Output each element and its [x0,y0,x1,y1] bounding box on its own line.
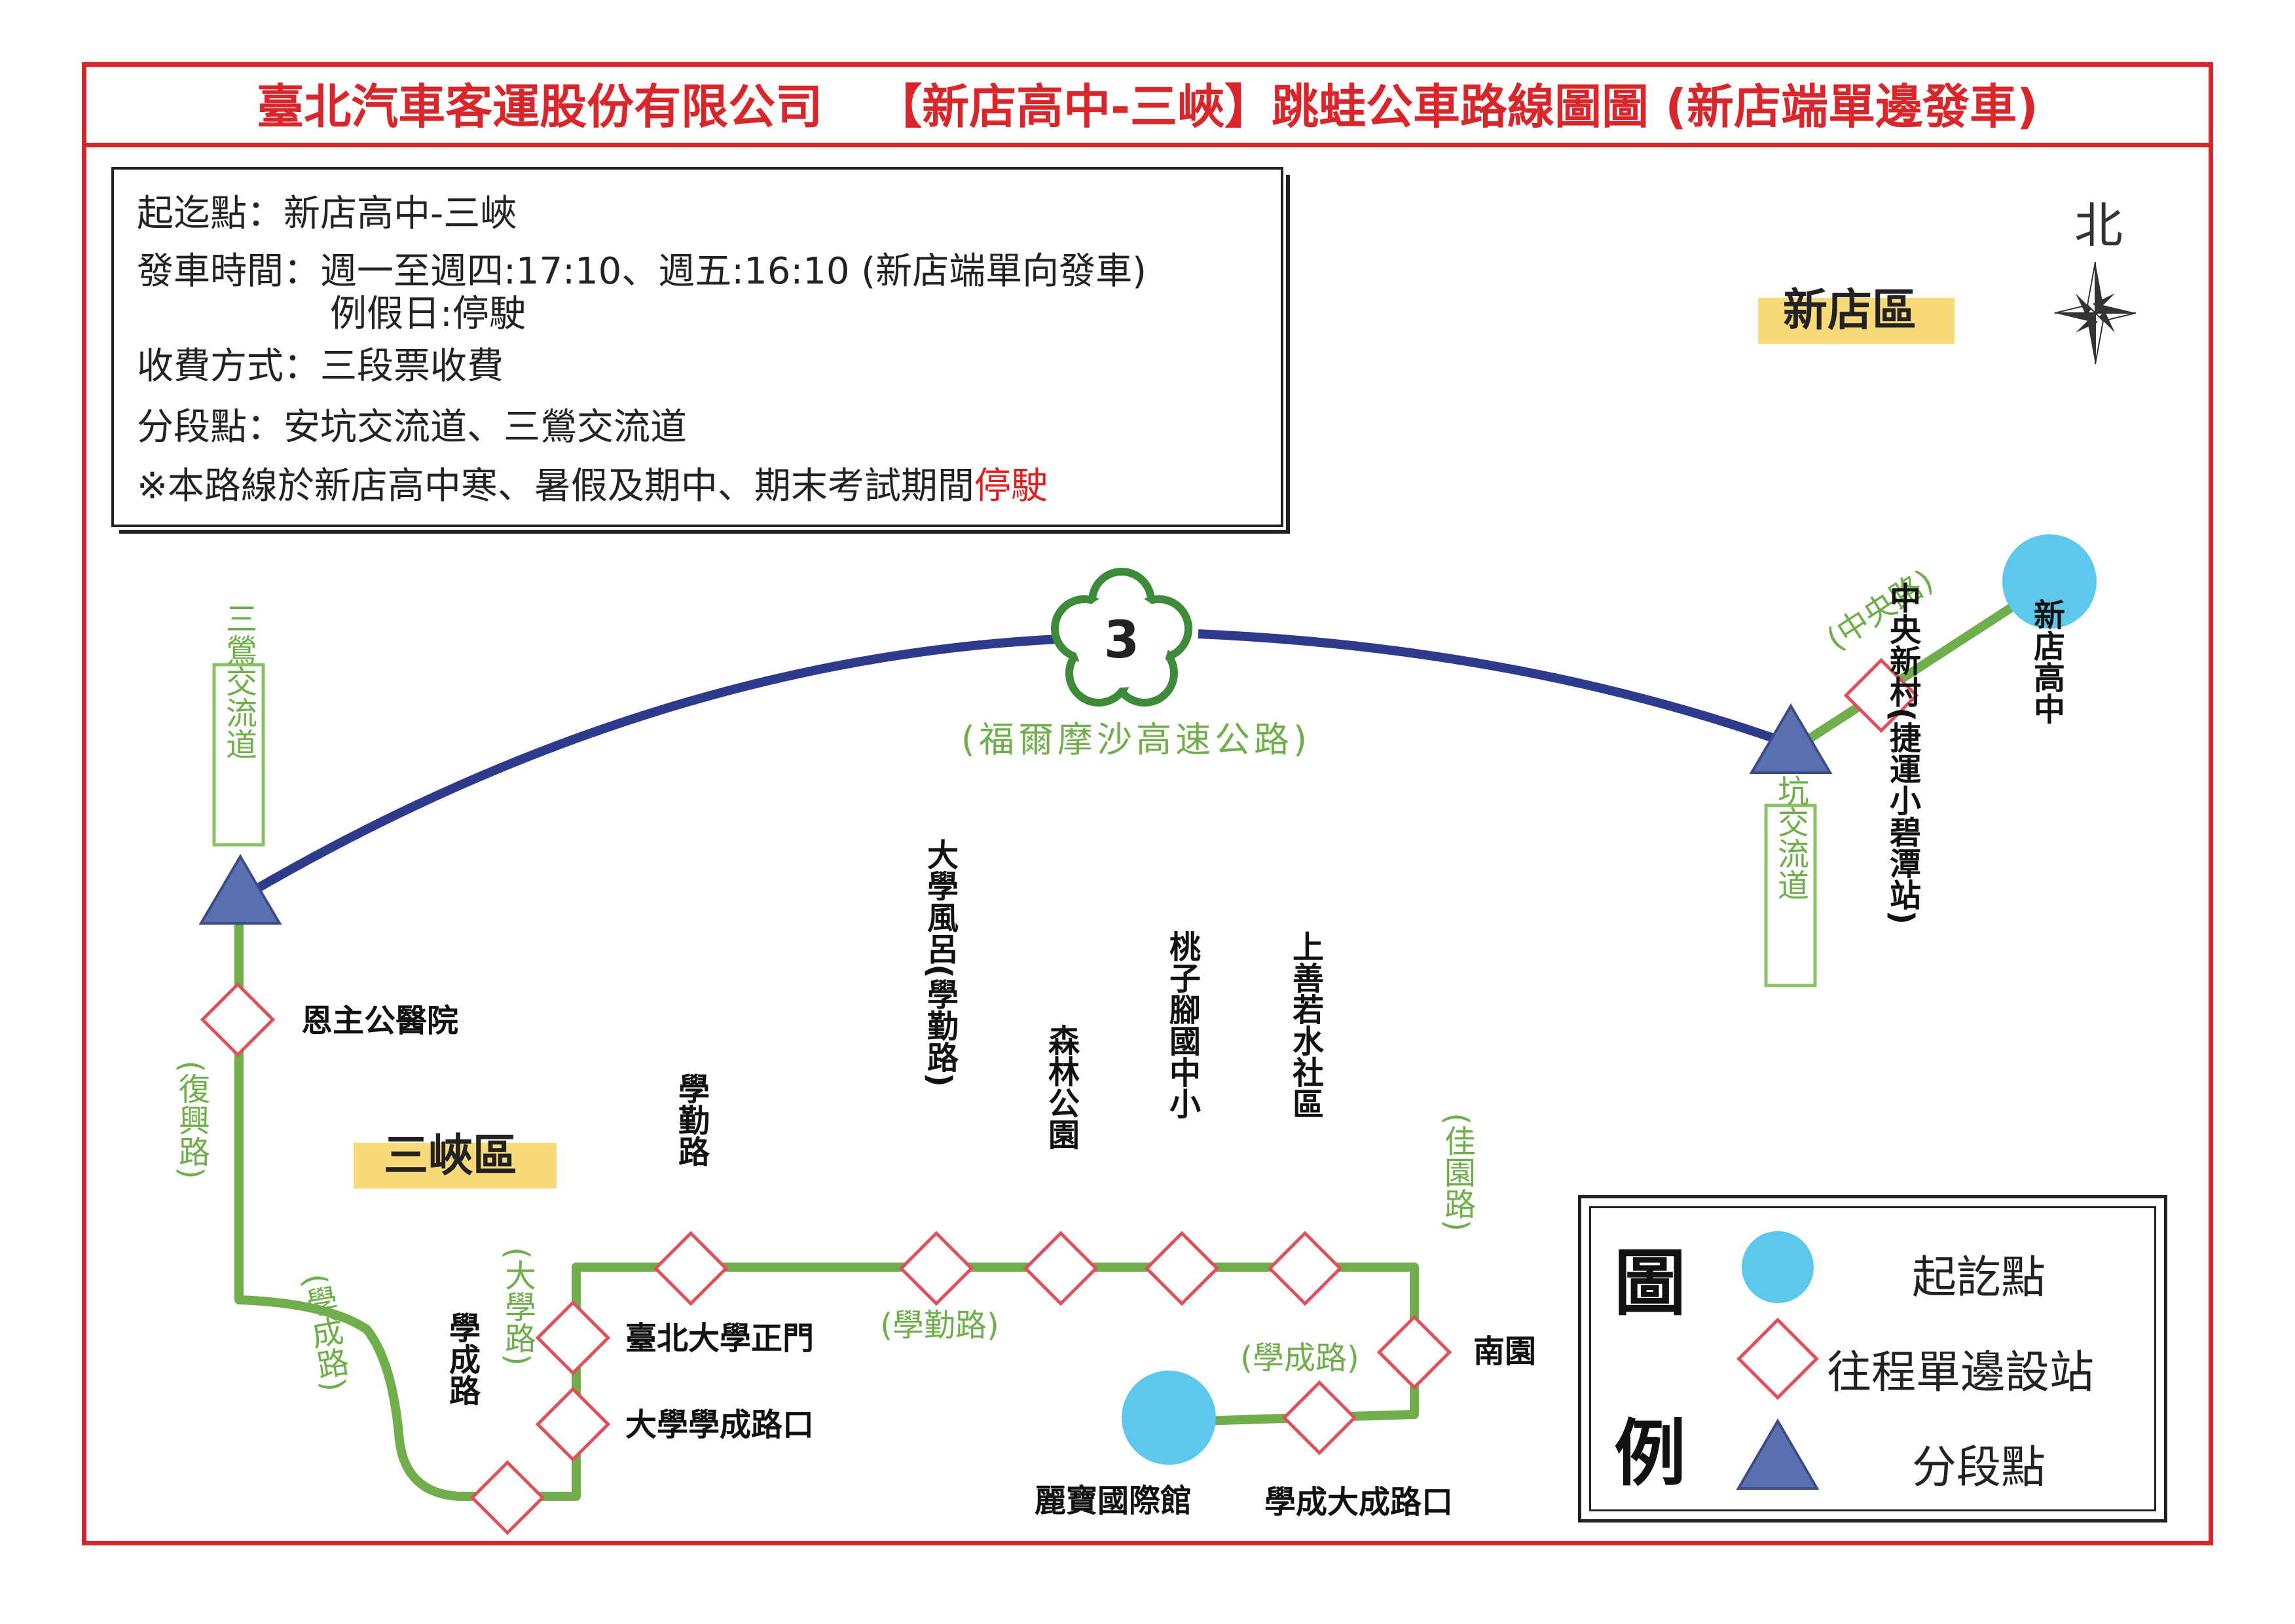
stop-marker-zhongyang-village [1843,657,1919,733]
stop-label-taozijiao: 桃子腳國中小 [1164,931,1201,1119]
road-label-xuecheng-south: (學成路) [1240,1340,1359,1376]
stop-label-enzhu-hospital: 恩主公醫院 [301,1003,458,1039]
stop-label-daxue-fenglu: 大學風呂(學勤路) [921,838,959,1087]
stop-marker-daxue-fenglu [898,1230,974,1306]
stop-label-forest-park: 森林公園 [1042,1024,1080,1150]
stop-label-shangshan: 上善若水社區 [1287,931,1324,1119]
info-panel: 起迄點：新店高中-三峽 發車時間：週一至週四:17:10、週五:16:10 (新… [111,167,1290,534]
road-label-daxue: (大學路) [499,1247,536,1365]
highway-shield-icon: 3 [1051,568,1192,707]
stop-label-xueqin-road: 學勤路 [672,1073,710,1167]
legend-terminal-icon [1742,1231,1814,1303]
stop-marker-nanyuan [1376,1314,1452,1390]
legend-segment-icon [1736,1418,1820,1490]
stop-markers [200,657,1919,1536]
highway-name-label: (福爾摩沙高速公路) [961,719,1311,760]
stop-label-xuecheng-dacheng: 學成大成路口 [1264,1484,1453,1521]
road-label-xueqin: (學勤路) [880,1307,999,1344]
stop-marker-forest-park [1023,1230,1099,1306]
stop-marker-taozijiao [1144,1230,1220,1306]
road-label-jiayuan: (佳園路) [1439,1113,1475,1231]
highway-line-west [240,634,1074,902]
title-company: 臺北汽車客運股份有限公司 [257,79,823,134]
route-lines [234,578,2054,1501]
segment-point-sanying [198,854,282,925]
compass-icon [2054,261,2137,365]
stop-label-daxue-xuecheng: 大學學成路口 [625,1407,814,1443]
legend-title-bottom: 例 [1614,1412,1686,1496]
stop-marker-shangshan [1267,1230,1343,1306]
compass-north-label: 北 [2074,198,2123,254]
stop-label-libao: 麗寶國際館 [1035,1483,1192,1519]
title-route: 【新店高中-三峽】跳蛙公車路線圖圖 (新店端單邊發車) [875,79,2038,134]
interchange-ankeng-box [1764,803,1817,987]
district-xindian-highlight [1758,298,1955,344]
district-sanxia-highlight [354,1143,557,1189]
stop-marker-xueqin-road [653,1230,729,1306]
stop-label-xindian-high: 新店高中 [2028,599,2065,724]
terminal-xindian-high [2002,534,2097,629]
map-frame [82,62,2213,1545]
stop-label-zhongyang-village: 中央新村(捷運小碧潭站) [1884,581,1921,925]
stop-label-ntpu-gate: 臺北大學正門 [625,1320,814,1357]
stop-marker-enzhu-hospital [200,982,276,1058]
route-south [234,893,1419,1501]
district-sanxia-label: 三峽區 [384,1130,517,1182]
stop-label-xuecheng-road: 學成路 [443,1312,481,1406]
interchange-sanying-label: 三鶯交流道 [220,602,257,760]
segment-point-ankeng [1749,703,1833,774]
stop-label-nanyuan: 南園 [1473,1333,1536,1370]
route-zhongyang [1793,578,2054,751]
legend: 圖 例 起訖點 往程單邊設站 分段點 [1578,1195,2167,1522]
stop-marker-xuecheng-road [469,1460,545,1536]
highway-shield-number: 3 [1104,611,1139,670]
legend-symbols [1736,1231,1820,1490]
legend-segment-label: 分段點 [1912,1442,2046,1494]
legend-terminal-label: 起訖點 [1912,1252,2046,1304]
stop-marker-daxue-xuecheng [535,1386,611,1462]
legend-title-top: 圖 [1614,1242,1686,1325]
legend-stop-icon [1736,1318,1819,1400]
road-label-xuecheng-west: (學成路) [296,1271,353,1394]
stop-labels: 新店高中 中央新村(捷運小碧潭站) 恩主公醫院 學成路 臺北大學正門 大學學成路… [301,581,2065,1521]
district-xindian-label: 新店區 [1783,285,1917,337]
title-bar: 臺北汽車客運股份有限公司 【新店高中-三峽】跳蛙公車路線圖圖 (新店端單邊發車) [82,62,2213,147]
road-label-zhongyang: (中央路) [1820,563,1940,658]
stop-marker-xuecheng-dacheng [1281,1380,1357,1456]
legend-stop-label: 往程單邊設站 [1827,1347,2095,1399]
road-label-fuxing: (復興路) [173,1060,210,1179]
terminal-libao [1122,1371,1216,1465]
interchange-sanying-box [212,663,265,847]
highway-line-east [1198,629,1799,751]
legend-inner-frame [1589,1206,2156,1511]
stop-marker-ntpu-gate [535,1300,611,1376]
